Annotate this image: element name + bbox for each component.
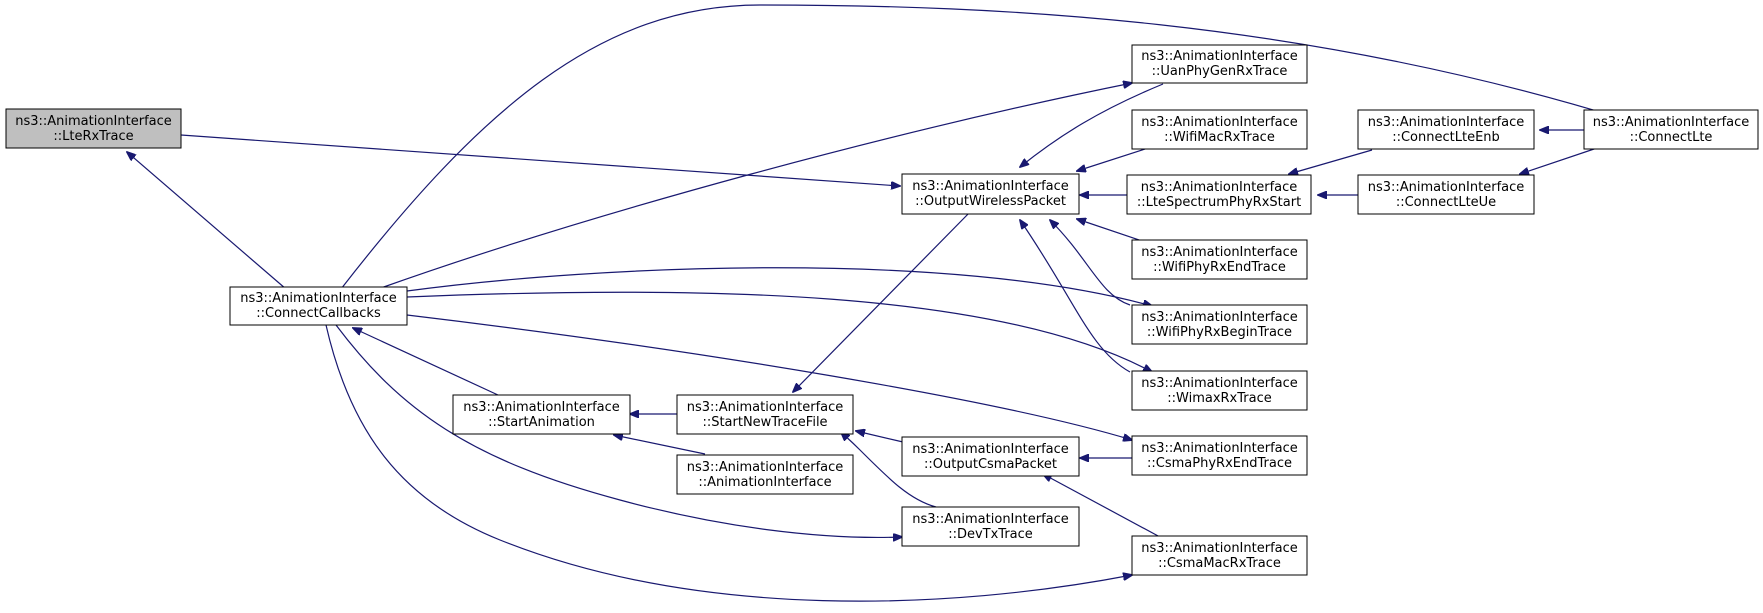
node-connect-callbacks[interactable]: ns3::AnimationInterface ::ConnectCallbac…: [229, 286, 408, 326]
node-dev-tx-trace-line1: ns3::AnimationInterface: [912, 512, 1069, 527]
node-output-csma-packet[interactable]: ns3::AnimationInterface ::OutputCsmaPack…: [901, 436, 1080, 477]
edge-connectcallbacks-wimax: [406, 291, 1152, 372]
node-lte-spectrum-phy-rx-start-line1: ns3::AnimationInterface: [1141, 180, 1298, 195]
node-connect-lte-ue-line1: ns3::AnimationInterface: [1368, 180, 1525, 195]
node-csma-mac-rx-trace[interactable]: ns3::AnimationInterface ::CsmaMacRxTrace: [1131, 535, 1308, 576]
node-csma-phy-rx-end-trace[interactable]: ns3::AnimationInterface ::CsmaPhyRxEndTr…: [1131, 435, 1308, 476]
edge-connectcallbacks-devtx: [335, 324, 902, 537]
node-animation-interface-line1: ns3::AnimationInterface: [687, 460, 844, 475]
node-lte-rx-trace[interactable]: ns3::AnimationInterface ::LteRxTrace: [5, 108, 182, 149]
edge-connectcallbacks-uanphy: [377, 83, 1132, 290]
node-csma-phy-rx-end-trace-line1: ns3::AnimationInterface: [1141, 441, 1298, 456]
node-wifi-mac-rx-trace-line2: ::WifiMacRxTrace: [1164, 130, 1275, 145]
node-uan-phy-gen-rx-trace-line1: ns3::AnimationInterface: [1141, 49, 1298, 64]
node-start-new-trace-file-line2: ::StartNewTraceFile: [702, 415, 827, 430]
node-wifi-phy-rx-end-trace-line1: ns3::AnimationInterface: [1141, 245, 1298, 260]
node-lte-rx-trace-line1: ns3::AnimationInterface: [15, 114, 172, 129]
node-wifi-phy-rx-begin-trace-line2: ::WifiPhyRxBeginTrace: [1147, 325, 1292, 340]
node-animation-interface[interactable]: ns3::AnimationInterface ::AnimationInter…: [676, 454, 854, 495]
edge-connectlteenb-ltespectrum: [1289, 149, 1373, 174]
node-lte-rx-trace-line2: ::LteRxTrace: [53, 129, 133, 144]
edge-connectlte-connectlteue: [1520, 146, 1601, 174]
edge-devtx-startnewtrace: [841, 432, 937, 508]
node-output-csma-packet-line1: ns3::AnimationInterface: [912, 442, 1069, 457]
node-connect-lte-line2: ::ConnectLte: [1630, 130, 1713, 145]
edge-outputwireless-startnewtrace: [793, 209, 973, 392]
edge-wifimacrx-outputwireless: [1077, 148, 1146, 171]
edge-outputcsma-startnewtrace: [856, 431, 904, 443]
node-wimax-rx-trace-line2: ::WimaxRxTrace: [1167, 391, 1271, 406]
node-uan-phy-gen-rx-trace-line2: ::UanPhyGenRxTrace: [1152, 64, 1288, 79]
node-start-animation-line2: ::StartAnimation: [488, 415, 595, 430]
edge-uanphy-outputwireless: [1020, 83, 1164, 167]
node-wifi-mac-rx-trace-line1: ns3::AnimationInterface: [1141, 115, 1298, 130]
edge-lterxtrace-outputwirelesspacket: [180, 134, 900, 186]
node-output-csma-packet-line2: ::OutputCsmaPacket: [924, 457, 1057, 472]
node-start-new-trace-file[interactable]: ns3::AnimationInterface ::StartNewTraceF…: [676, 394, 854, 435]
node-csma-mac-rx-trace-line1: ns3::AnimationInterface: [1141, 541, 1298, 556]
node-lte-spectrum-phy-rx-start-line2: ::LteSpectrumPhyRxStart: [1137, 195, 1301, 210]
node-connect-callbacks-line1: ns3::AnimationInterface: [240, 291, 397, 306]
node-connect-lte-enb[interactable]: ns3::AnimationInterface ::ConnectLteEnb: [1357, 109, 1535, 150]
edge-animiface-startanimation: [614, 435, 706, 455]
edge-connectcallbacks-connectlte: [340, 4, 1620, 290]
node-connect-lte-enb-line2: ::ConnectLteEnb: [1392, 130, 1500, 145]
node-wifi-phy-rx-end-trace[interactable]: ns3::AnimationInterface ::WifiPhyRxEndTr…: [1131, 239, 1308, 280]
edge-connectcallbacks-lterxtrace: [127, 152, 287, 290]
node-connect-callbacks-line2: ::ConnectCallbacks: [256, 306, 381, 321]
edge-wifiphyend-outputwireless: [1077, 219, 1146, 243]
node-dev-tx-trace-line2: ::DevTxTrace: [948, 527, 1033, 542]
node-start-new-trace-file-line1: ns3::AnimationInterface: [687, 400, 844, 415]
edge-wifiphybegin-outputwireless: [1050, 220, 1131, 306]
node-start-animation[interactable]: ns3::AnimationInterface ::StartAnimation: [452, 394, 631, 435]
node-start-animation-line1: ns3::AnimationInterface: [463, 400, 620, 415]
node-connect-lte-line1: ns3::AnimationInterface: [1593, 115, 1750, 130]
edge-connectcallbacks-csmaphyend: [406, 314, 1132, 440]
node-connect-lte-ue-line2: ::ConnectLteUe: [1396, 195, 1496, 210]
edge-connectcallbacks-wifiphybegin: [406, 267, 1152, 306]
node-uan-phy-gen-rx-trace[interactable]: ns3::AnimationInterface ::UanPhyGenRxTra…: [1131, 44, 1308, 84]
node-wifi-phy-rx-begin-trace-line1: ns3::AnimationInterface: [1141, 310, 1298, 325]
node-csma-phy-rx-end-trace-line2: ::CsmaPhyRxEndTrace: [1147, 456, 1292, 471]
edge-connectcallbacks-csmamacrx: [325, 324, 1132, 602]
node-wimax-rx-trace-line1: ns3::AnimationInterface: [1141, 376, 1298, 391]
edge-wimax-outputwireless: [1020, 220, 1131, 373]
node-connect-lte-ue[interactable]: ns3::AnimationInterface ::ConnectLteUe: [1357, 174, 1535, 215]
node-output-wireless-packet-line1: ns3::AnimationInterface: [912, 179, 1069, 194]
node-connect-lte[interactable]: ns3::AnimationInterface ::ConnectLte: [1583, 109, 1759, 150]
node-output-wireless-packet-line2: ::OutputWirelessPacket: [915, 194, 1066, 209]
node-dev-tx-trace[interactable]: ns3::AnimationInterface ::DevTxTrace: [901, 506, 1080, 547]
node-wifi-phy-rx-begin-trace[interactable]: ns3::AnimationInterface ::WifiPhyRxBegin…: [1131, 304, 1308, 345]
node-wifi-phy-rx-end-trace-line2: ::WifiPhyRxEndTrace: [1153, 260, 1286, 275]
node-animation-interface-line2: ::AnimationInterface: [698, 475, 831, 490]
node-lte-spectrum-phy-rx-start[interactable]: ns3::AnimationInterface ::LteSpectrumPhy…: [1126, 174, 1312, 215]
edge-startanimation-connectcallbacks: [353, 328, 499, 396]
node-connect-lte-enb-line1: ns3::AnimationInterface: [1368, 115, 1525, 130]
node-output-wireless-packet[interactable]: ns3::AnimationInterface ::OutputWireless…: [901, 173, 1080, 215]
node-csma-mac-rx-trace-line2: ::CsmaMacRxTrace: [1158, 556, 1281, 571]
edges: [127, 4, 1620, 602]
node-wifi-mac-rx-trace[interactable]: ns3::AnimationInterface ::WifiMacRxTrace: [1131, 109, 1308, 150]
node-wimax-rx-trace[interactable]: ns3::AnimationInterface ::WimaxRxTrace: [1131, 370, 1308, 411]
edge-csmamacrx-outputcsma: [1043, 474, 1161, 538]
